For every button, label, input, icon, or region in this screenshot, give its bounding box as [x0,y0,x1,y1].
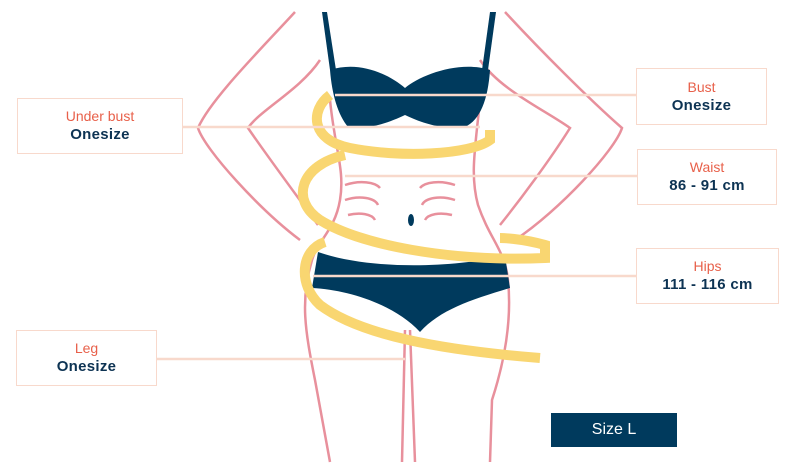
leg-value: Onesize [56,358,117,375]
under-bust-label: Under bust [65,108,135,124]
hips-box: Hips 111 - 116 cm [636,248,779,304]
waist-box: Waist 86 - 91 cm [637,149,777,205]
waist-value: 86 - 91 cm [669,177,745,194]
navel [408,214,414,226]
bust-box: Bust Onesize [636,68,767,125]
body-outline [196,11,624,463]
measurement-lines [157,93,637,361]
size-l-button[interactable]: Size L [551,413,677,447]
leg-box: Leg Onesize [16,330,157,386]
leg-label: Leg [74,340,99,356]
under-bust-value: Onesize [70,126,130,143]
hips-label: Hips [693,258,722,274]
hips-value: 111 - 116 cm [662,276,753,293]
under-bust-box: Under bust Onesize [17,98,183,154]
bra [322,12,496,128]
measuring-tape [297,91,550,363]
waist-label: Waist [689,159,725,175]
briefs [312,252,510,332]
bust-label: Bust [687,78,716,95]
bust-value: Onesize [671,96,732,114]
